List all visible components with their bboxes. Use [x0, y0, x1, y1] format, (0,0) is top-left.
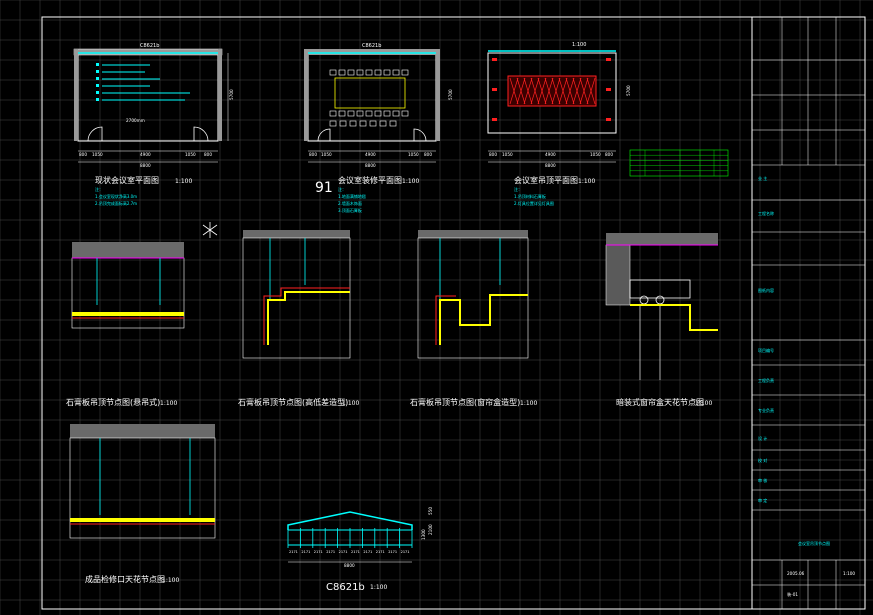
- elevation-panel-label: 2171: [326, 550, 335, 554]
- plan-ceiling-scale: 1:100: [578, 178, 595, 185]
- elevation-panel-label: 2171: [301, 550, 310, 554]
- elevation-panel-label: 2171: [376, 550, 385, 554]
- elevation-height-b: 550: [428, 507, 433, 515]
- plan-layout-seg-5: 800: [424, 152, 432, 157]
- plan-existing-height: 5700: [229, 89, 234, 100]
- plan-layout-total: 8800: [365, 163, 376, 168]
- plan-existing-note-1: 注：: [95, 186, 103, 192]
- plan-existing-scale: 1:100: [175, 178, 192, 185]
- plan-ceiling-note-3: 2.灯具位置详见灯具图: [514, 200, 554, 206]
- plan-layout: C8621b 800 1050 4900 1050 800 8800 5700 …: [304, 43, 453, 213]
- plan-ceiling-seg-1: 800: [489, 152, 497, 157]
- plan-layout-tag: C8621b: [362, 43, 381, 49]
- title-block-drawing-name: 会议室吊顶节点图: [798, 540, 830, 546]
- plan-layout-note-4: 3.顶面石膏板: [338, 207, 362, 213]
- plan-ceiling-title: 会议室吊顶平面图: [514, 175, 578, 185]
- plan-layout-note-3: 2.墙面木饰面: [338, 200, 362, 206]
- plan-layout-note-1: 注：: [338, 186, 346, 192]
- title-block-label-approve: 审 定: [758, 497, 767, 503]
- title-block-label-check: 校 对: [758, 457, 767, 463]
- title-block-label-number: 项目编号: [758, 347, 774, 353]
- plan-layout-seg-3: 4900: [365, 152, 376, 157]
- title-block-date: 2005.06: [787, 571, 805, 576]
- elevation-panel-label: 2171: [401, 550, 410, 554]
- detail-5-scale: 1:100: [162, 577, 179, 584]
- title-block-label-client: 业 主: [758, 175, 767, 181]
- detail-5-title: 成品检修口天花节点图: [85, 574, 165, 584]
- materials-legend-table: [629, 149, 729, 177]
- plan-layout-seg-1: 800: [309, 152, 317, 157]
- title-block-scale: 1:100: [843, 571, 855, 576]
- ceiling-hatch: [509, 77, 596, 105]
- detail-2-title: 石膏板吊顶节点图(高低差造型): [238, 397, 348, 407]
- detail-3-scale: 1:100: [520, 400, 537, 407]
- plan-layout-height: 5700: [448, 89, 453, 100]
- plan-existing-door-label: 2700mm: [126, 118, 145, 123]
- plan-existing-total: 8800: [140, 163, 151, 168]
- elevation-panel-label: 2171: [388, 550, 397, 554]
- detail-1: 石膏板吊顶节点图(悬吊式) 1:100: [66, 242, 185, 407]
- plan-ceiling-seg-5: 800: [605, 152, 613, 157]
- title-block-label-pm: 工程负责: [758, 377, 774, 383]
- plan-layout-note-2: 1.地面满铺地毯: [338, 193, 366, 199]
- cross-marker-icon: [202, 222, 218, 238]
- section-marker: 91: [315, 180, 333, 196]
- plan-layout-scale: 1:100: [402, 178, 419, 185]
- title-block-label-project: 工程名称: [758, 210, 774, 216]
- detail-3: 石膏板吊顶节点图(窗帘盒造型) 1:100: [410, 230, 537, 407]
- plan-layout-furniture: [329, 69, 409, 127]
- plan-ceiling: 1:100 800 1050 4900 1050 800 8800 5700 会…: [487, 42, 631, 206]
- plan-existing-note-2: 1.会议室现状净高3.0m: [95, 193, 137, 199]
- elevation-panel-label: 2171: [351, 550, 360, 554]
- elevation-panel-label: 2171: [289, 550, 298, 554]
- plan-layout-title: 会议室装修平面图: [338, 175, 402, 185]
- plan-existing-seg-2: 1050: [92, 152, 103, 157]
- title-block-label-lead: 专业负责: [758, 407, 774, 413]
- plan-ceiling-note-2: 1.吊顶材料石膏板: [514, 193, 546, 199]
- detail-2: 石膏板吊顶节点图(高低差造型) 1:100: [238, 230, 359, 407]
- detail-3-title: 石膏板吊顶节点图(窗帘盒造型): [410, 397, 520, 407]
- plan-existing-seg-4: 1050: [185, 152, 196, 157]
- plan-ceiling-seg-2: 1050: [502, 152, 513, 157]
- detail-4-title: 暗装式窗帘盒天花节点图: [616, 397, 704, 407]
- plan-existing-note-3: 2.吊顶完成面标高2.7m: [95, 200, 137, 206]
- plan-ceiling-scale-top: 1:100: [572, 42, 586, 48]
- plan-existing-seg-1: 800: [79, 152, 87, 157]
- title-block-label-review: 审 核: [758, 477, 767, 483]
- elevation-height-a: 2100: [428, 524, 433, 535]
- plan-ceiling-note-1: 注：: [514, 186, 522, 192]
- elevation-height-c: 1300: [421, 529, 426, 540]
- detail-1-scale: 1:100: [160, 400, 177, 407]
- title-block: 业 主 工程名称 图纸内容 项目编号 工程负责 专业负责 设 计 校 对 审 核…: [751, 16, 866, 610]
- plan-existing: C8621b 2700mm 800 1050 4900 1050 800 880…: [73, 43, 234, 206]
- elevation-panel-label: 2171: [363, 550, 372, 554]
- detail-4: 暗装式窗帘盒天花节点图 1:100: [605, 233, 718, 407]
- plan-ceiling-total: 8800: [545, 163, 556, 168]
- title-block-label-content: 图纸内容: [758, 287, 774, 293]
- plan-existing-seg-3: 4900: [140, 152, 151, 157]
- plan-layout-seg-4: 1050: [408, 152, 419, 157]
- detail-5: 成品检修口天花节点图 1:100: [69, 424, 216, 584]
- plan-ceiling-height: 5700: [626, 85, 631, 96]
- elevation-panel-label: 2171: [339, 550, 348, 554]
- elevation-scale: 1:100: [370, 584, 387, 591]
- title-block-label-design: 设 计: [758, 435, 767, 441]
- detail-4-scale: 1:100: [695, 400, 712, 407]
- plan-layout-seg-2: 1050: [321, 152, 332, 157]
- plan-existing-tag: C8621b: [140, 43, 159, 49]
- elevation-width: 8800: [344, 563, 355, 568]
- elevation-title: C8621b: [326, 582, 365, 593]
- plan-ceiling-seg-4: 1050: [590, 152, 601, 157]
- detail-1-title: 石膏板吊顶节点图(悬吊式): [66, 397, 160, 407]
- plan-existing-seg-5: 800: [204, 152, 212, 157]
- title-block-sheet: 装-01: [787, 591, 798, 598]
- elevation-panel-label: 2171: [314, 550, 323, 554]
- plan-existing-title: 现状会议室平面图: [95, 175, 159, 185]
- plan-ceiling-seg-3: 4900: [545, 152, 556, 157]
- detail-2-scale: 1:100: [342, 400, 359, 407]
